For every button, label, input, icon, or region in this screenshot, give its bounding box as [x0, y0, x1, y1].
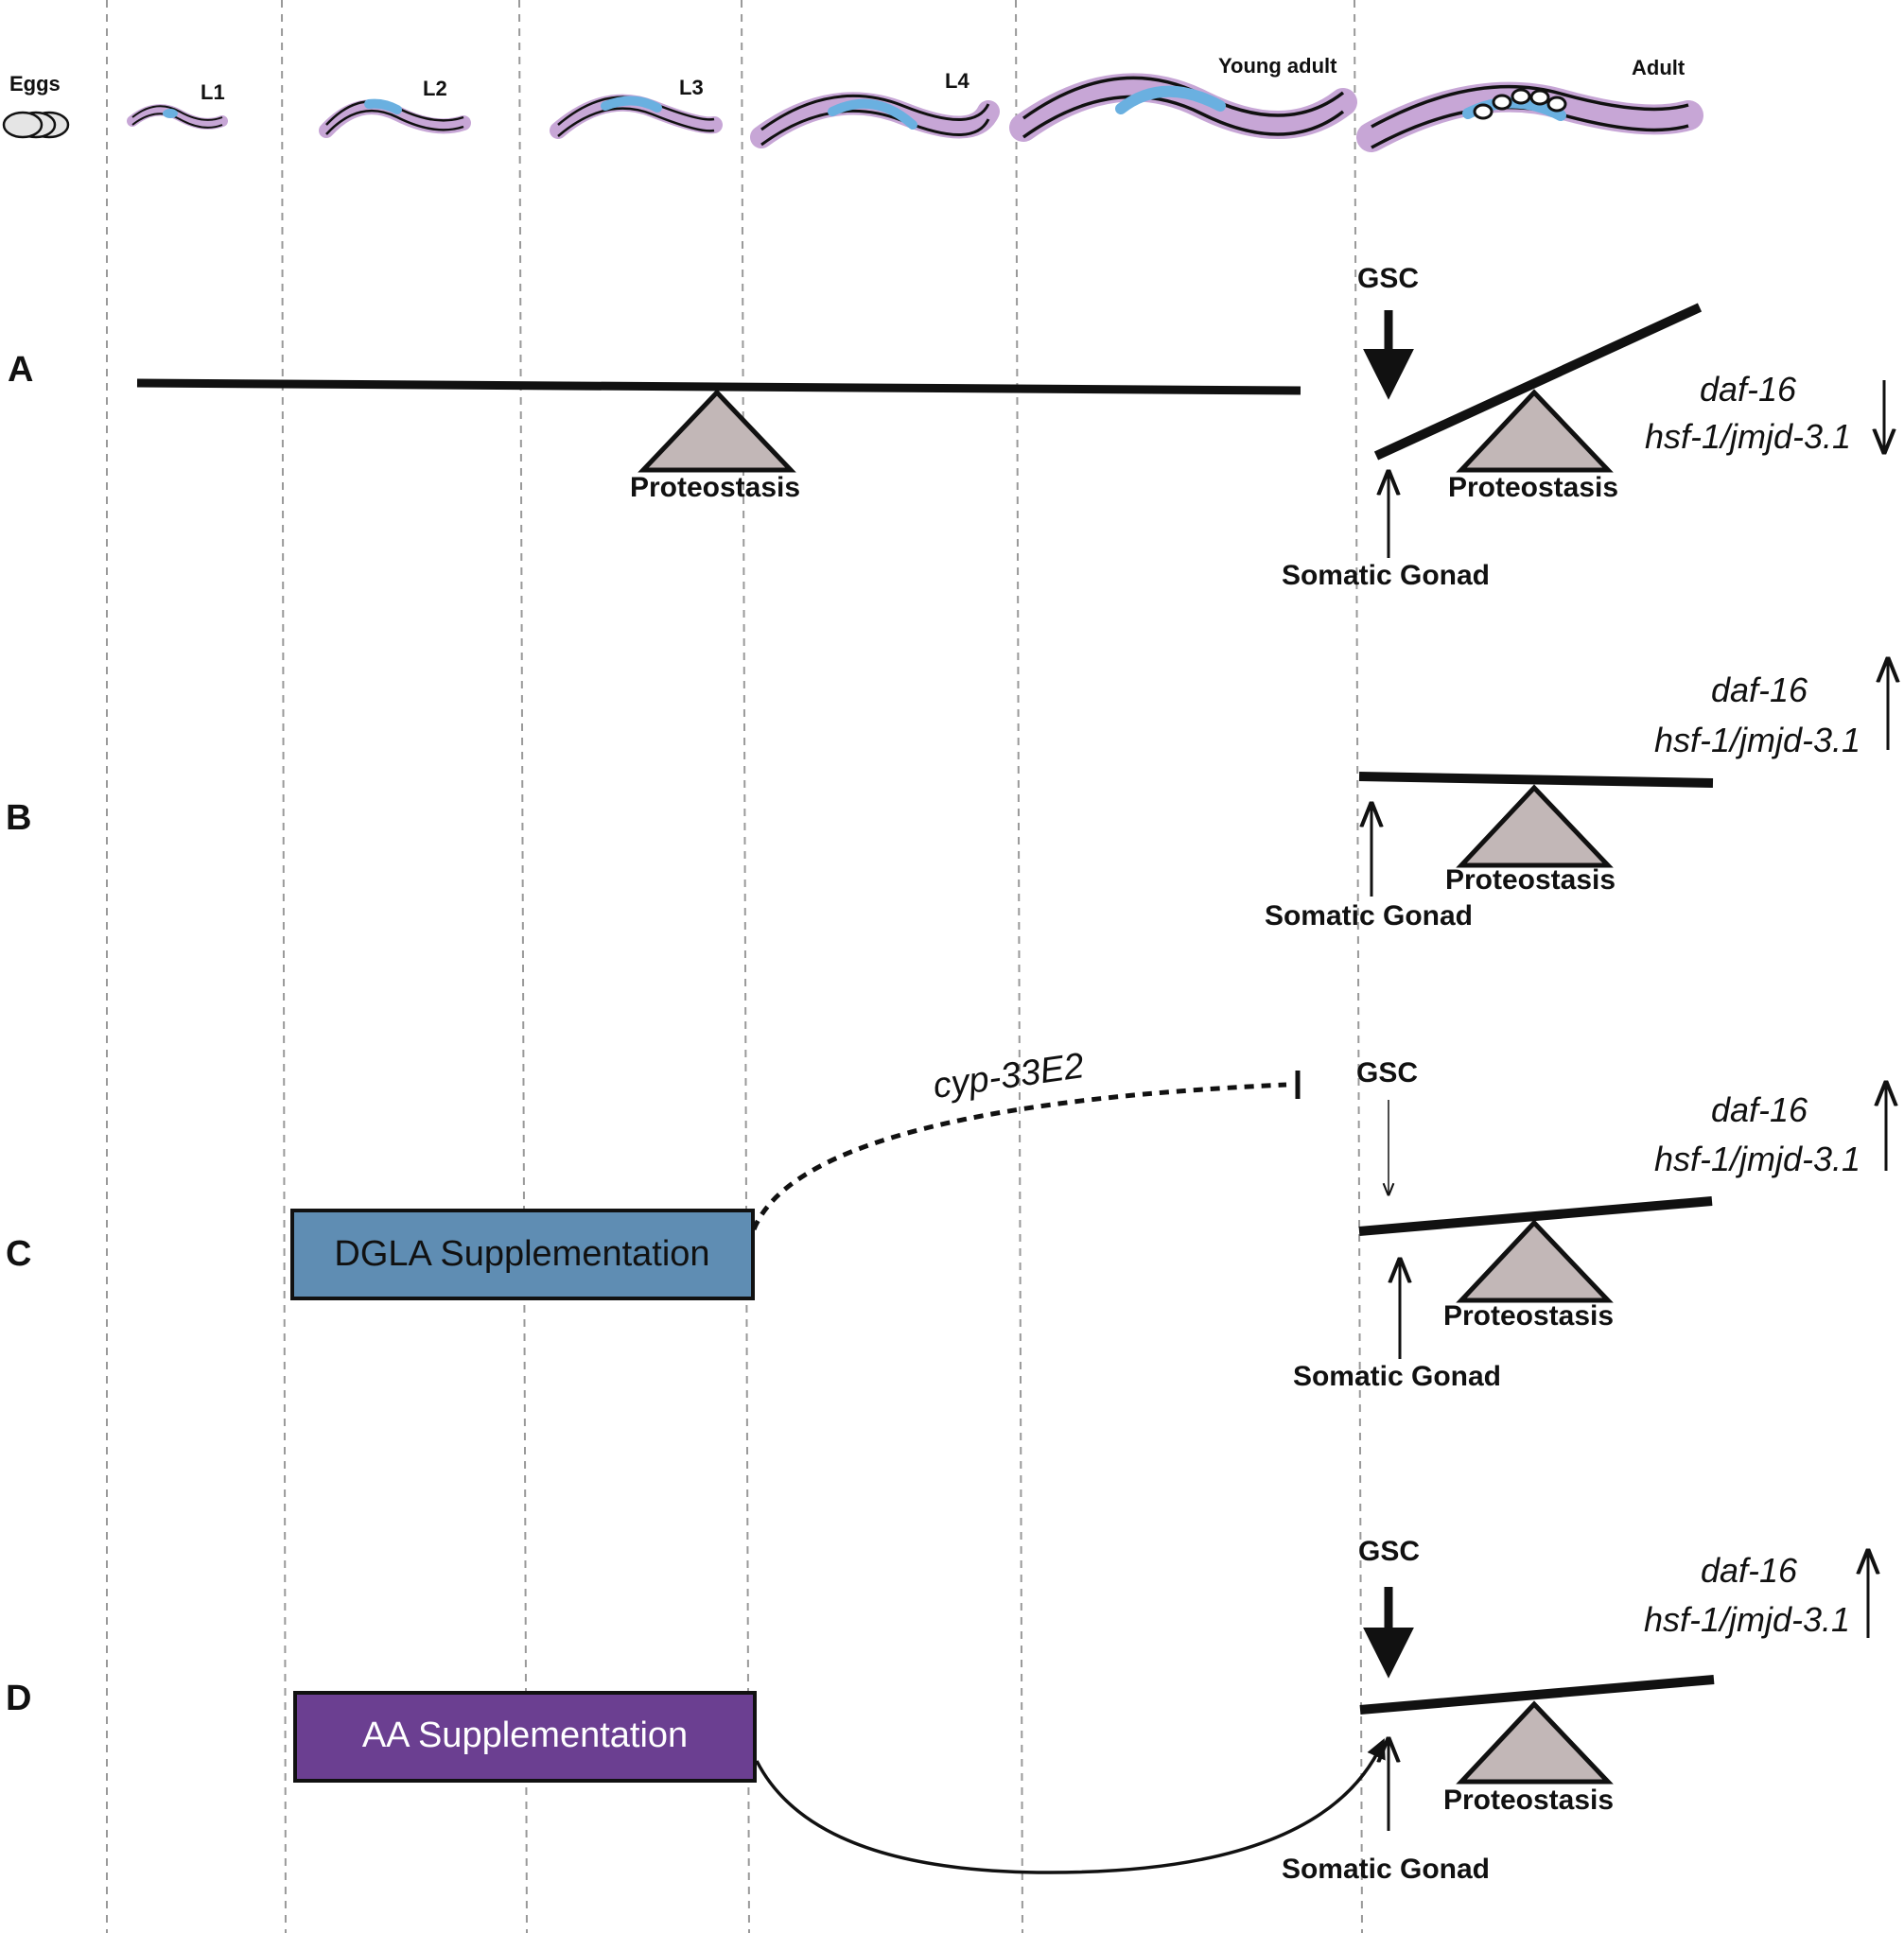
worm-adult: [1356, 81, 1703, 152]
row-b-gene-hsf1: hsf-1/jmjd-3.1: [1654, 721, 1860, 759]
aa-supplementation-label: AA Supplementation: [362, 1715, 688, 1755]
row-d-lever: [1359, 1675, 1715, 1715]
row-b-somatic-label: Somatic Gonad: [1265, 900, 1473, 932]
row-d-letter: D: [6, 1679, 31, 1718]
row-b-fulcrum-label: Proteostasis: [1445, 864, 1616, 896]
row-b-gene-daf16: daf-16: [1711, 670, 1808, 709]
stage-dividers: [106, 0, 1363, 1933]
aa-supplementation-box: [293, 1691, 757, 1783]
row-a-left-lever: [136, 378, 1301, 395]
row-b-fulcrum: [1456, 784, 1614, 868]
dgla-supplementation-box: [290, 1209, 755, 1300]
row-d-somatic-label: Somatic Gonad: [1282, 1854, 1490, 1885]
row-c-fulcrum: [1456, 1219, 1614, 1303]
stage-label-eggs: Eggs: [9, 72, 61, 96]
stage-label-young-adult: Young adult: [1218, 54, 1337, 78]
row-a-right-fulcrum: [1456, 389, 1614, 473]
row-d-gsc-label: GSC: [1358, 1536, 1420, 1567]
stage-label-l2: L2: [423, 77, 447, 100]
row-b-lever: [1358, 772, 1714, 788]
aa-to-somatic-gonad-arrow: [755, 1738, 1386, 1874]
row-c-gene-hsf1: hsf-1/jmjd-3.1: [1654, 1140, 1860, 1178]
row-a-gene-hsf1: hsf-1/jmjd-3.1: [1645, 417, 1851, 456]
eggs-illustration: [2, 111, 70, 139]
stage-label-l3: L3: [679, 76, 704, 99]
row-a-right-lever: [1373, 303, 1703, 461]
row-d-gene-hsf1: hsf-1/jmjd-3.1: [1644, 1600, 1850, 1639]
worm-l2: [319, 98, 471, 138]
row-a-left-fulcrum: [638, 389, 796, 473]
row-d-fulcrum: [1456, 1700, 1614, 1785]
row-a-right-fulcrum-label: Proteostasis: [1448, 472, 1618, 503]
row-c-gsc-label: GSC: [1356, 1057, 1418, 1088]
stage-label-l4: L4: [945, 69, 969, 93]
divider-line: [1015, 0, 1023, 1933]
row-a-gsc-label: GSC: [1357, 263, 1419, 294]
worm-young-adult: [1009, 73, 1357, 142]
divider-line: [741, 0, 750, 1933]
row-a-left-fulcrum-label: Proteostasis: [630, 472, 800, 503]
row-c-gene-daf16: daf-16: [1711, 1090, 1808, 1129]
stage-label-adult: Adult: [1632, 56, 1686, 79]
row-a-somatic-label: Somatic Gonad: [1282, 560, 1490, 591]
divider-line: [281, 0, 287, 1933]
row-c-lever: [1358, 1196, 1713, 1236]
egg-shape: [2, 111, 44, 139]
row-c-fulcrum-label: Proteostasis: [1443, 1300, 1614, 1332]
worm-l4: [750, 92, 1000, 148]
row-d-gene-daf16: daf-16: [1701, 1551, 1798, 1590]
row-c-somatic-label: Somatic Gonad: [1293, 1361, 1501, 1392]
row-a-letter: A: [8, 350, 33, 390]
row-a-gene-daf16: daf-16: [1700, 370, 1797, 409]
dgla-supplementation-label: DGLA Supplementation: [334, 1234, 709, 1274]
cyp-33e2-label: cyp-33E2: [931, 1046, 1087, 1106]
row-b-letter: B: [6, 798, 31, 838]
stage-label-l1: L1: [201, 80, 225, 104]
row-d-fulcrum-label: Proteostasis: [1443, 1785, 1614, 1816]
row-c-letter: C: [6, 1234, 31, 1274]
divider-line: [1354, 0, 1363, 1933]
worm-l3: [550, 94, 723, 139]
divider-line: [518, 0, 528, 1933]
worm-l1: [127, 104, 228, 130]
cyp-33e2-inhibition-curve: [751, 1082, 1287, 1230]
